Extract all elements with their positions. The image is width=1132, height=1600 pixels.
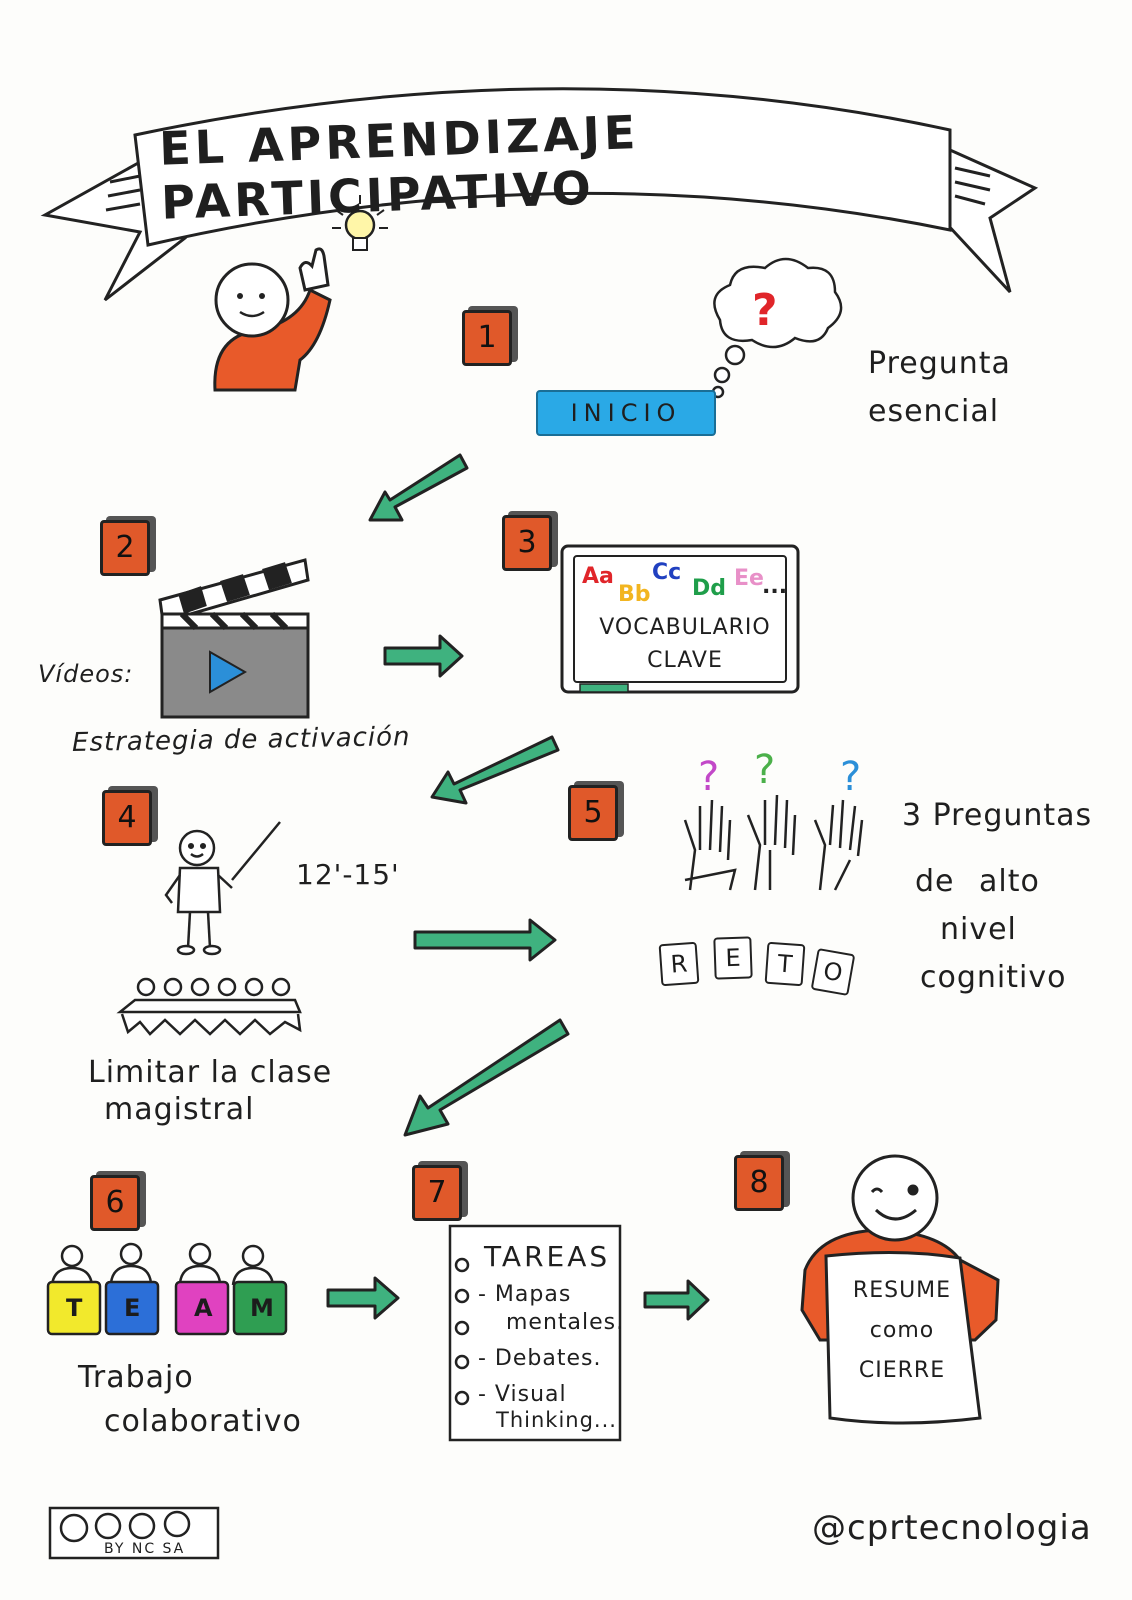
- step-1-badge: 1: [462, 310, 512, 366]
- whiteboard-icon: [560, 544, 800, 694]
- step-6-label-line2: colaborativo: [104, 1404, 302, 1439]
- puzzle-letter-t: T: [66, 1294, 83, 1322]
- puzzle-team-icon: [46, 1242, 288, 1336]
- puzzle-letter-e: E: [124, 1294, 141, 1322]
- reto-tile-o: O: [810, 948, 856, 996]
- step-5-badge: 5: [568, 785, 618, 841]
- board-letter-cc: Cc: [652, 560, 682, 585]
- puzzle-letter-a: A: [194, 1294, 213, 1322]
- step-7-item-1: - Mapas: [478, 1282, 572, 1307]
- step-2-badge: 2: [100, 520, 150, 576]
- arrow-6-to-7: [326, 1276, 400, 1320]
- puzzle-letter-m: M: [250, 1294, 274, 1322]
- arrow-3-to-4: [430, 735, 560, 805]
- step-3-badge: 3: [502, 515, 552, 571]
- step-8-sign-line2: como: [869, 1318, 935, 1343]
- clapperboard-icon: [158, 558, 310, 719]
- svg-text:?: ?: [754, 747, 775, 793]
- step-7-list-title: TAREAS: [484, 1240, 611, 1273]
- step-1-note: Pregunta esencial: [868, 346, 1011, 429]
- step-5-note-line3: nivel: [940, 912, 1017, 947]
- step-4-time: 12'-15': [296, 858, 400, 891]
- step-7-item-5: Thinking...: [496, 1408, 617, 1432]
- step-7-item-2: mentales.: [506, 1310, 625, 1335]
- step-4-label-line1: Limitar la clase: [88, 1055, 333, 1090]
- arrow-5-to-6: [403, 1018, 570, 1137]
- step-5-note-line2: de alto: [915, 864, 1040, 899]
- step-7-badge: 7: [412, 1165, 462, 1221]
- step-5-note-line4: cognitivo: [920, 960, 1067, 995]
- step-4-label-line2: magistral: [104, 1092, 255, 1127]
- author-handle: @cprtecnologia: [812, 1508, 1092, 1548]
- svg-text:?: ?: [840, 754, 861, 800]
- step-1-label: INICIO: [536, 390, 716, 436]
- puzzle-letters: T E A M: [48, 1282, 288, 1334]
- title-banner: [40, 87, 1039, 302]
- cc-license-icon: [48, 1506, 220, 1560]
- raised-hands-icon: ? ? ?: [683, 747, 864, 891]
- arrow-4-to-5: [413, 918, 557, 962]
- arrow-2-to-3: [383, 634, 464, 678]
- step-8-badge: 8: [734, 1155, 784, 1211]
- board-letter-aa: Aa: [582, 564, 614, 589]
- step-6-badge: 6: [90, 1175, 140, 1231]
- svg-text:?: ?: [752, 285, 778, 336]
- step-4-badge: 4: [102, 790, 152, 846]
- board-letters: Aa Bb Cc Dd Ee ...: [582, 560, 792, 607]
- idea-person-icon: [213, 195, 388, 392]
- step-8-sign-line1: RESUME: [852, 1278, 952, 1303]
- license-label: BY NC SA: [104, 1541, 186, 1557]
- students-icon: [116, 977, 302, 1036]
- smiling-person-icon: [800, 1154, 1000, 1425]
- step-2-label: Estrategia de activación: [71, 722, 411, 758]
- arrow-7-to-8: [643, 1279, 710, 1321]
- step-8-sign-line3: CIERRE: [858, 1358, 946, 1383]
- svg-text:?: ?: [698, 754, 719, 800]
- step-3-label-line2: CLAVE: [647, 648, 723, 673]
- step-3-label-line1: VOCABULARIO: [599, 615, 771, 640]
- reto-tile-t: T: [764, 941, 806, 987]
- board-letter-ee: Ee: [734, 566, 764, 591]
- reto-tiles: R E T O: [658, 935, 860, 996]
- lightbulb-icon: [332, 195, 388, 251]
- reto-tile-r: R: [658, 941, 700, 987]
- step-2-prefix: Vídeos:: [38, 660, 134, 688]
- board-letter-dots: ...: [762, 574, 788, 599]
- teacher-icon: [164, 821, 281, 956]
- flow-arrows: [326, 453, 710, 1321]
- reto-tile-e: E: [713, 936, 753, 980]
- checklist-icon: [448, 1224, 622, 1442]
- board-letter-dd: Dd: [692, 576, 727, 601]
- board-letter-bb: Bb: [618, 582, 651, 607]
- step-6-label-line1: Trabajo: [78, 1360, 194, 1395]
- step-7-item-3: - Debates.: [478, 1346, 602, 1371]
- arrow-1-to-2: [368, 453, 469, 522]
- step-5-note-line1: 3 Preguntas: [902, 798, 1093, 833]
- question-cloud-icon: ?: [711, 257, 843, 399]
- step-7-item-4: - Visual: [478, 1382, 567, 1407]
